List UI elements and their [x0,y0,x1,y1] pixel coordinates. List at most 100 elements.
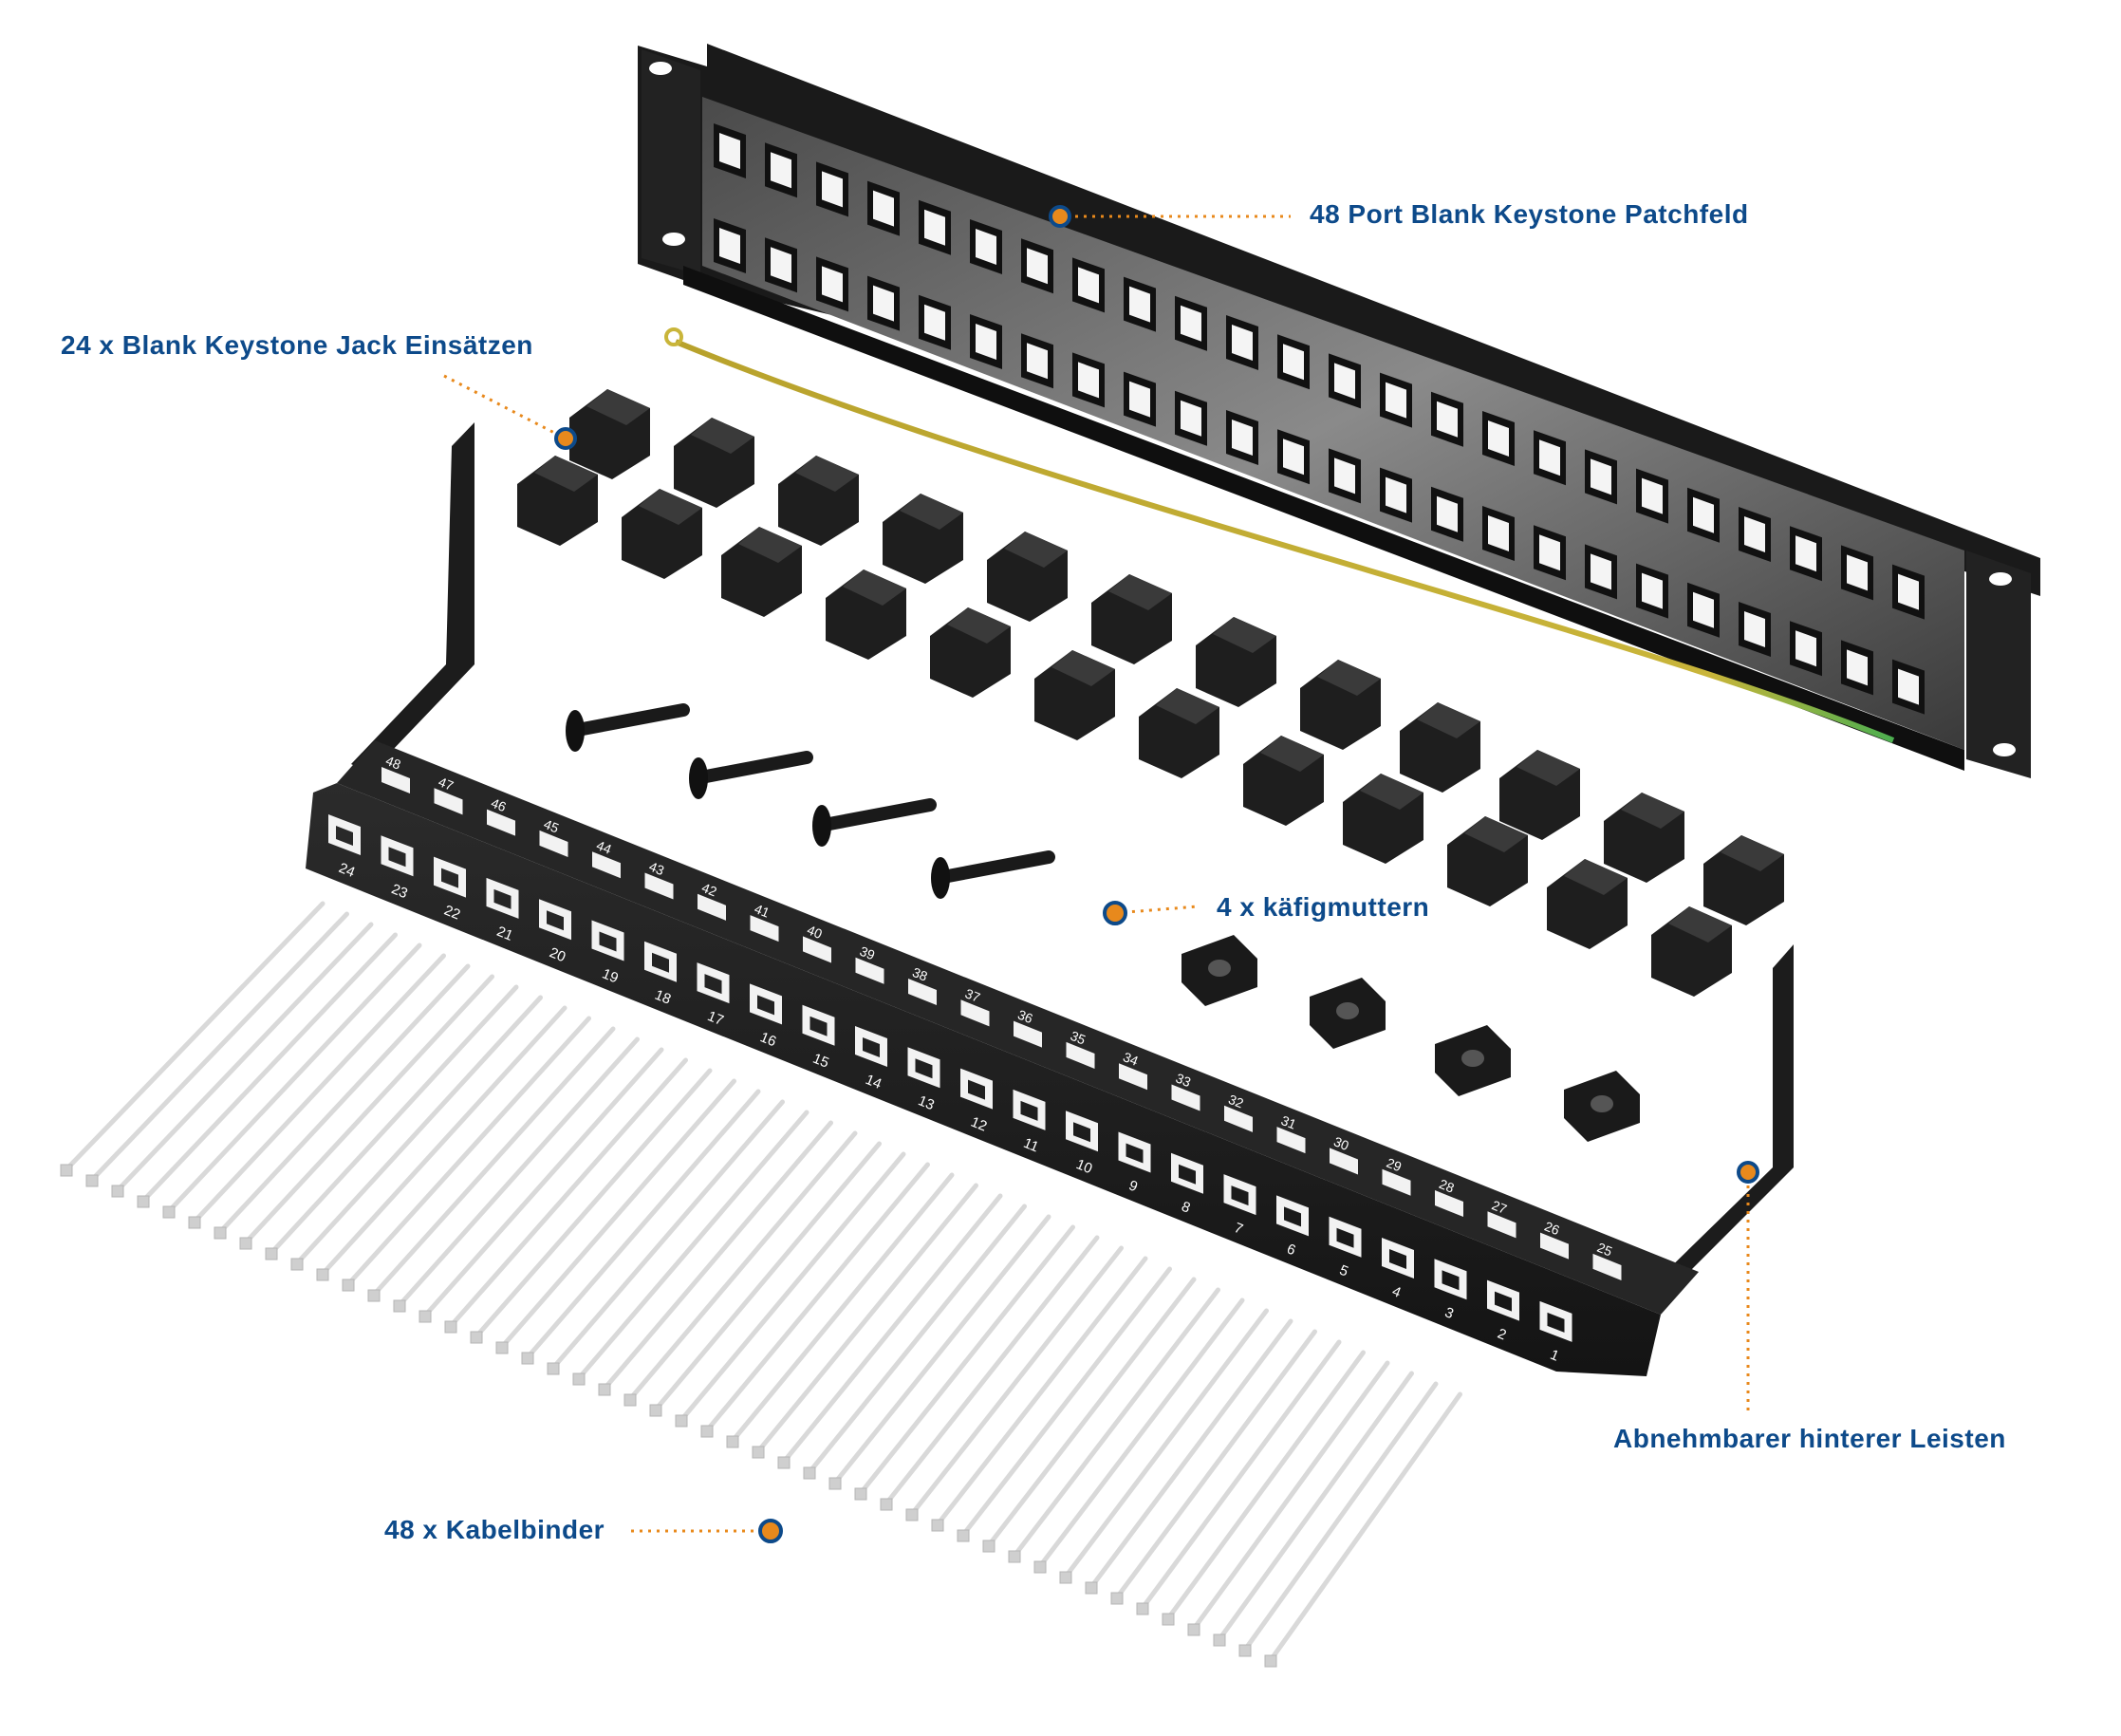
cable-tie [832,1214,1051,1485]
panel-port-window [1078,267,1099,304]
cable-tie-head [1136,1602,1149,1615]
rear-bar-numbers: 4824472346224521442043194218411740163915… [337,753,1615,1365]
cable-tie [960,1266,1172,1538]
panel-port-window [1232,420,1253,456]
panel-port-window [873,190,894,227]
bar-port-number: 11 [1021,1135,1041,1156]
keystone-insert-face [1621,793,1684,829]
ground-wire-cable [674,339,1895,743]
keystone-insert-face [1668,906,1732,943]
bar-port-number: 28 [1437,1176,1457,1196]
cable-tie [935,1256,1148,1527]
cable-tie [1268,1391,1462,1663]
ear-hole [1989,572,2012,586]
cable-tie-head [931,1519,944,1532]
panel-port-window [1488,420,1509,457]
cable-tie [525,1089,761,1360]
cage-nut [1310,978,1386,1049]
patch-panel-ports [714,123,1925,715]
panel-port-window [1642,572,1663,609]
cable-tie [1165,1350,1366,1621]
cable-tie-head [1008,1550,1021,1563]
keystone-insert [1139,688,1219,778]
panel-port-window [822,266,843,303]
keystone-insert-face [1213,617,1276,653]
cage-nut-hole [1208,960,1231,977]
panel-port-window [1539,534,1560,571]
keystone-insert [1034,650,1115,740]
screw-shaft [941,850,1055,883]
bar-port-top [1066,1041,1095,1069]
cable-tie [576,1110,809,1381]
keystone-insert-face [1721,835,1784,871]
cable-tie [550,1099,785,1371]
bar-port-number: 18 [653,987,674,1008]
cable-tie-head [188,1216,201,1229]
cable-tie [858,1224,1075,1496]
keystone-insert-face [639,489,702,525]
bar-port-top [381,766,410,794]
screw [931,850,1055,899]
cage-nut [1435,1025,1511,1096]
bar-port-number: 48 [383,753,403,773]
bar-port-number: 38 [910,964,930,984]
keystone-insert [1547,859,1628,949]
bar-port-number: 17 [705,1008,726,1029]
cage-nuts [1181,935,1640,1142]
cable-tie-head [854,1487,867,1501]
keystone-insert-face [1564,859,1628,895]
keystone-insert [1400,702,1480,793]
screw-shaft [699,751,813,783]
cable-tie-head [393,1299,406,1313]
cable-tie-head [905,1508,919,1521]
panel-port-window [976,324,996,360]
panel-port-window [1181,305,1201,342]
cable-tie-head [521,1352,534,1365]
bar-port-number: 39 [858,943,878,963]
patch-panel-ear-left [642,49,700,275]
cable-tie-head [60,1164,73,1177]
cable-ties [60,901,1462,1668]
bar-port-bottom [697,962,730,1004]
panel-port-window [771,152,791,189]
panel-port-window [1744,611,1765,647]
cable-tie [294,995,543,1266]
panel-port-window [1693,496,1714,533]
cable-tie [653,1141,882,1412]
bar-port-top [803,936,831,963]
screw-shaft [823,798,937,831]
cable-tie-head [342,1279,355,1292]
cable-tie-head [1085,1581,1098,1595]
ear-hole [649,62,672,75]
cable-tie [243,974,494,1245]
ground-wire [664,327,1895,743]
keystone-insert-face [534,456,598,492]
cable-tie [1242,1381,1439,1652]
bar-port-bottom [750,983,782,1025]
keystone-insert [1447,816,1528,906]
cable-tie-head [1110,1592,1124,1605]
panel-port-window [719,133,740,169]
keystone-insert-face [586,389,650,425]
keystone-inserts [517,389,1784,997]
cable-tie [1140,1339,1342,1611]
patch-panel [638,44,2040,778]
keystone-insert [1343,774,1423,864]
marker-dot-patch-panel [1049,205,1071,228]
bar-port-top [1592,1253,1622,1280]
keystone-insert-face [1108,574,1172,610]
bar-port-number: 45 [542,816,562,836]
cable-tie-head [675,1414,688,1428]
cable-tie [1037,1297,1245,1569]
bar-port-top [1330,1148,1358,1175]
leader-line-cage-nuts [1114,905,1199,915]
keystone-insert [622,489,702,579]
rear-support-bar: 4824472346224521442043194218411740163915… [306,422,1794,1376]
panel-port-window [924,304,945,341]
bar-port-number: 42 [699,880,719,900]
bar-port-number: 35 [1069,1028,1088,1048]
ear-hole [662,233,685,246]
cable-tie [192,953,446,1224]
cable-tie [217,963,471,1235]
bar-port-number: 40 [805,922,825,942]
